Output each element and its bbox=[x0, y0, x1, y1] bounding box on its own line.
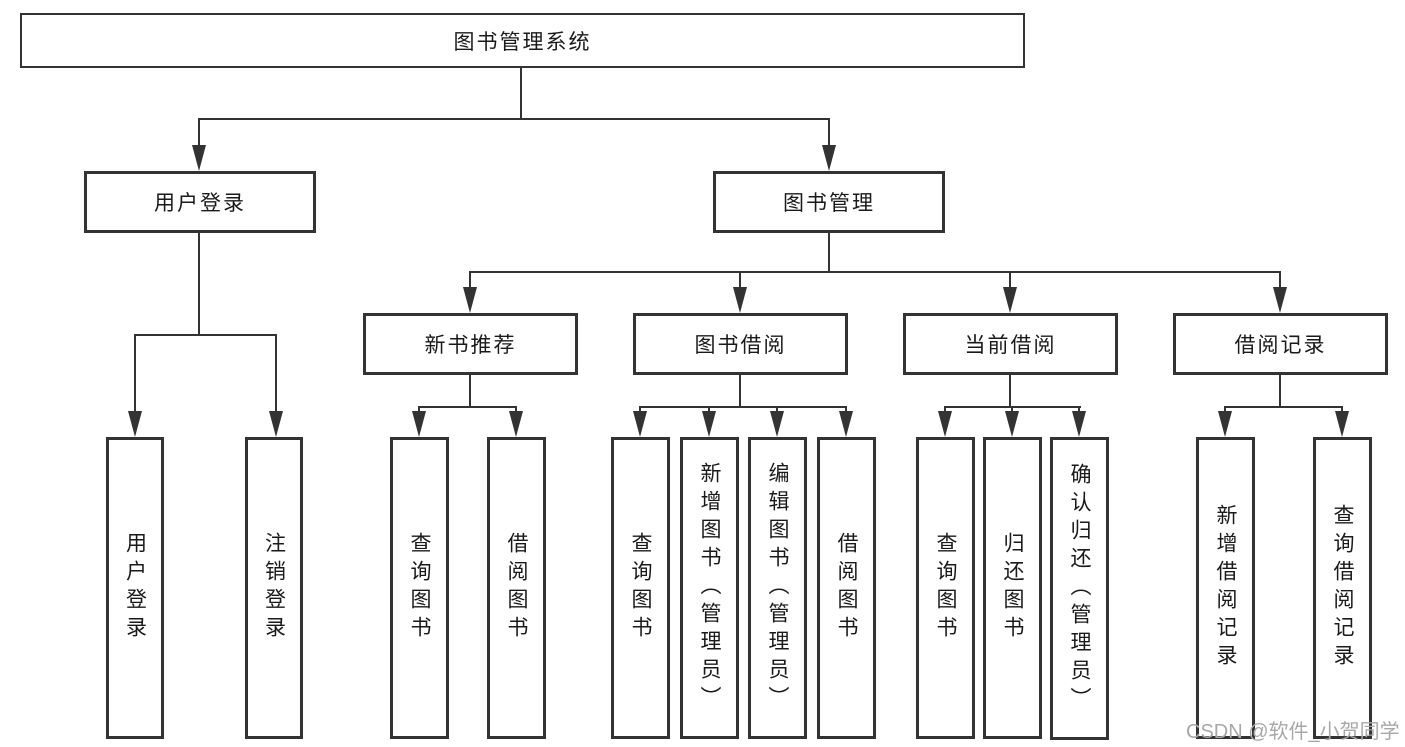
connector-group-feed bbox=[1279, 375, 1281, 408]
connector-stem bbox=[1224, 406, 1226, 413]
connector-stem bbox=[845, 406, 847, 413]
leaf-return-book: 归还图书 bbox=[983, 437, 1042, 739]
connector-stem bbox=[1341, 406, 1343, 413]
leaf-borrow-books-2: 借阅图书 bbox=[817, 437, 876, 739]
leaf-logout: 注销登录 bbox=[245, 437, 303, 739]
arrowhead-icon bbox=[839, 411, 853, 437]
connector-group-feed bbox=[469, 375, 471, 408]
arrowhead-icon bbox=[509, 411, 523, 437]
connector-stem bbox=[708, 406, 710, 413]
connector-stem bbox=[469, 271, 471, 288]
connector-mgmt-feed bbox=[828, 233, 830, 273]
connector-stem bbox=[639, 406, 641, 413]
connector-level3-hbar bbox=[469, 271, 1281, 273]
connector-group-hbar bbox=[639, 406, 847, 408]
connector-level1-hbar bbox=[198, 118, 830, 120]
connector-stem bbox=[1279, 271, 1281, 288]
connector-group-hbar bbox=[418, 406, 517, 408]
connector-stem bbox=[739, 271, 741, 288]
node-borrow-records-label: 借阅记录 bbox=[1234, 334, 1327, 357]
arrowhead-icon bbox=[192, 145, 206, 171]
arrowhead-icon bbox=[770, 411, 784, 437]
arrowhead-icon bbox=[1273, 287, 1287, 313]
arrowhead-icon bbox=[412, 411, 426, 437]
leaf-query-borrow-record: 查询借阅记录 bbox=[1313, 437, 1372, 739]
connector-stem bbox=[275, 334, 277, 412]
arrowhead-icon bbox=[1005, 411, 1019, 437]
leaf-add-borrow-record: 新增借阅记录 bbox=[1196, 437, 1255, 739]
node-user-login: 用户登录 bbox=[84, 171, 316, 233]
arrowhead-icon bbox=[269, 411, 283, 437]
node-book-borrow: 图书借阅 bbox=[633, 313, 848, 375]
leaf-add-book-admin: 新增图书（管理员） bbox=[680, 437, 739, 739]
arrowhead-icon bbox=[702, 411, 716, 437]
node-new-book-recommend-label: 新书推荐 bbox=[424, 334, 517, 357]
arrowhead-icon bbox=[128, 411, 142, 437]
node-book-borrow-label: 图书借阅 bbox=[694, 334, 787, 357]
arrowhead-icon bbox=[733, 287, 747, 313]
connector-user-feed bbox=[198, 233, 200, 336]
connector-group-feed bbox=[1009, 375, 1011, 408]
connector-stem bbox=[1011, 406, 1013, 413]
node-current-borrow: 当前借阅 bbox=[903, 313, 1118, 375]
arrowhead-icon bbox=[1335, 411, 1349, 437]
node-borrow-records: 借阅记录 bbox=[1173, 313, 1388, 375]
node-root: 图书管理系统 bbox=[20, 13, 1025, 68]
arrowhead-icon bbox=[463, 287, 477, 313]
leaf-borrow-books-recommend: 借阅图书 bbox=[487, 437, 546, 739]
leaf-confirm-return-admin: 确认归还（管理员） bbox=[1050, 437, 1109, 740]
leaf-user-login: 用户登录 bbox=[106, 437, 164, 739]
connector-stem bbox=[515, 406, 517, 413]
leaf-query-books-current: 查询图书 bbox=[916, 437, 975, 739]
connector-stem bbox=[1009, 271, 1011, 288]
leaf-query-books-recommend: 查询图书 bbox=[390, 437, 449, 739]
connector-stem bbox=[418, 406, 420, 413]
leaf-query-books-borrow: 查询图书 bbox=[611, 437, 670, 739]
node-user-login-label: 用户登录 bbox=[154, 192, 246, 215]
node-current-borrow-label: 当前借阅 bbox=[964, 334, 1057, 357]
node-new-book-recommend: 新书推荐 bbox=[363, 313, 578, 375]
connector-stem bbox=[944, 406, 946, 413]
node-book-management: 图书管理 bbox=[713, 171, 945, 233]
arrowhead-icon bbox=[1218, 411, 1232, 437]
csdn-watermark: CSDN @软件_小贺同学 bbox=[1186, 721, 1400, 743]
connector-stem bbox=[198, 118, 200, 147]
arrowhead-icon bbox=[633, 411, 647, 437]
connector-group-feed bbox=[739, 375, 741, 408]
node-root-label: 图书管理系统 bbox=[453, 30, 592, 54]
connector-root-feed bbox=[520, 68, 522, 119]
connector-stem bbox=[134, 334, 136, 412]
connector-user-hbar bbox=[134, 334, 277, 336]
arrowhead-icon bbox=[938, 411, 952, 437]
arrowhead-icon bbox=[822, 145, 836, 171]
arrowhead-icon bbox=[1072, 411, 1086, 437]
node-book-management-label: 图书管理 bbox=[783, 192, 875, 215]
connector-stem bbox=[828, 118, 830, 147]
arrowhead-icon bbox=[1003, 287, 1017, 313]
connector-stem bbox=[776, 406, 778, 413]
connector-group-hbar bbox=[1224, 406, 1343, 408]
leaf-edit-book-admin: 编辑图书（管理员） bbox=[748, 437, 807, 739]
connector-stem bbox=[1078, 406, 1080, 413]
